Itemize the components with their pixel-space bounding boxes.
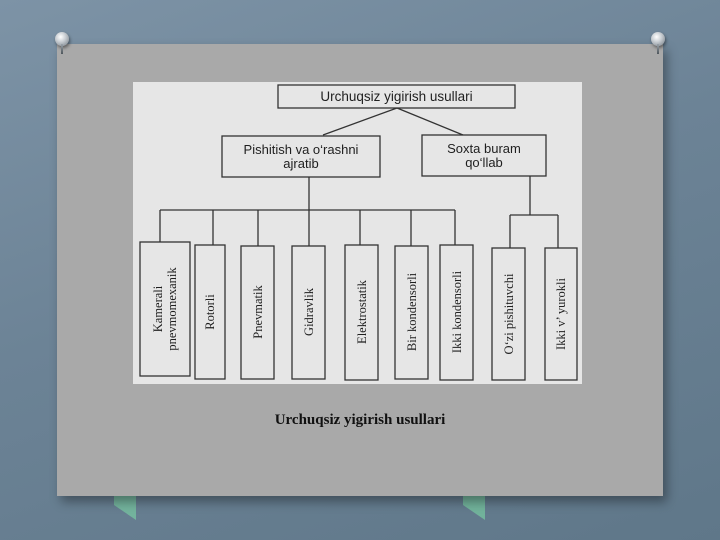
- branch-right-line2: qo‘llab: [465, 154, 503, 170]
- leaf-label-elektrostatik: Elektrostatik: [355, 280, 369, 344]
- leaf-label-ikki-vurokli: Ikki v’ yurokli: [554, 278, 568, 350]
- leaf-box: [394, 245, 429, 380]
- pushpin-right-icon: [651, 32, 665, 54]
- root-label: Urchuqsiz yigirish usullari: [278, 85, 515, 108]
- branch-left-line1: Pishitish va o‘rashni: [243, 141, 359, 157]
- leaf-label-bir-kondensorli: Bir kondensorli: [405, 273, 419, 351]
- branch-left-line2: ajratib: [283, 155, 319, 171]
- leaf-label-gidravlik: Gidravlik: [302, 288, 316, 336]
- root-text: Urchuqsiz yigirish usullari: [320, 88, 473, 104]
- leaf-box: [194, 244, 226, 380]
- leaf-text-line1: Ikki kondensorli: [450, 270, 464, 354]
- leaf-text-line1: Gidravlik: [302, 288, 316, 336]
- branch-left-box: [221, 135, 381, 178]
- pushpin-left-icon: [55, 32, 69, 54]
- branch-right-box: [421, 134, 547, 177]
- diagram-connectors: [139, 84, 578, 381]
- leaf-text-line1: Kamerali: [151, 285, 165, 333]
- leaf-box: [491, 247, 526, 381]
- leaf-box: [291, 245, 326, 380]
- leaf-label-rotorli: Rotorli: [203, 294, 217, 329]
- slide-caption: Urchuqsiz yigirish usullari: [274, 412, 446, 428]
- branch-right-line1: Soxta buram: [447, 140, 521, 156]
- leaf-box: [240, 245, 275, 380]
- leaf-box: [344, 244, 379, 381]
- leaf-text-line1: O‘zi pishituvchi: [502, 273, 516, 355]
- leaf-box: [139, 241, 191, 377]
- diagram-panel: Urchuqsiz yigirish usullari Pishitish va…: [133, 82, 582, 384]
- branch-right-label: Soxta buram qo‘llab: [422, 135, 546, 176]
- leaf-label-ozi-pishituvchi: O‘zi pishituvchi: [502, 274, 516, 355]
- leaf-text-line1: Bir kondensorli: [405, 272, 419, 352]
- leaf-text-line1: Rotorli: [203, 294, 217, 330]
- leaf-label-pnevmatik: Pnevmatik: [251, 285, 265, 338]
- leaf-label-kamerali: Kamerali pnevmomexanik: [151, 267, 179, 350]
- leaf-text-line1: Elektrostatik: [355, 280, 369, 344]
- leaf-text-line2: pnevmomexanik: [165, 267, 179, 351]
- leaf-label-ikki-kondensorli: Ikki kondensorli: [450, 271, 464, 353]
- leaf-text-line1: Ikki v’ yurokli: [554, 278, 568, 350]
- leaf-box: [544, 247, 578, 381]
- leaf-text-line1: Pnevmatik: [251, 285, 265, 339]
- leaf-box: [439, 244, 474, 381]
- branch-left-label: Pishitish va o‘rashni ajratib: [222, 136, 380, 177]
